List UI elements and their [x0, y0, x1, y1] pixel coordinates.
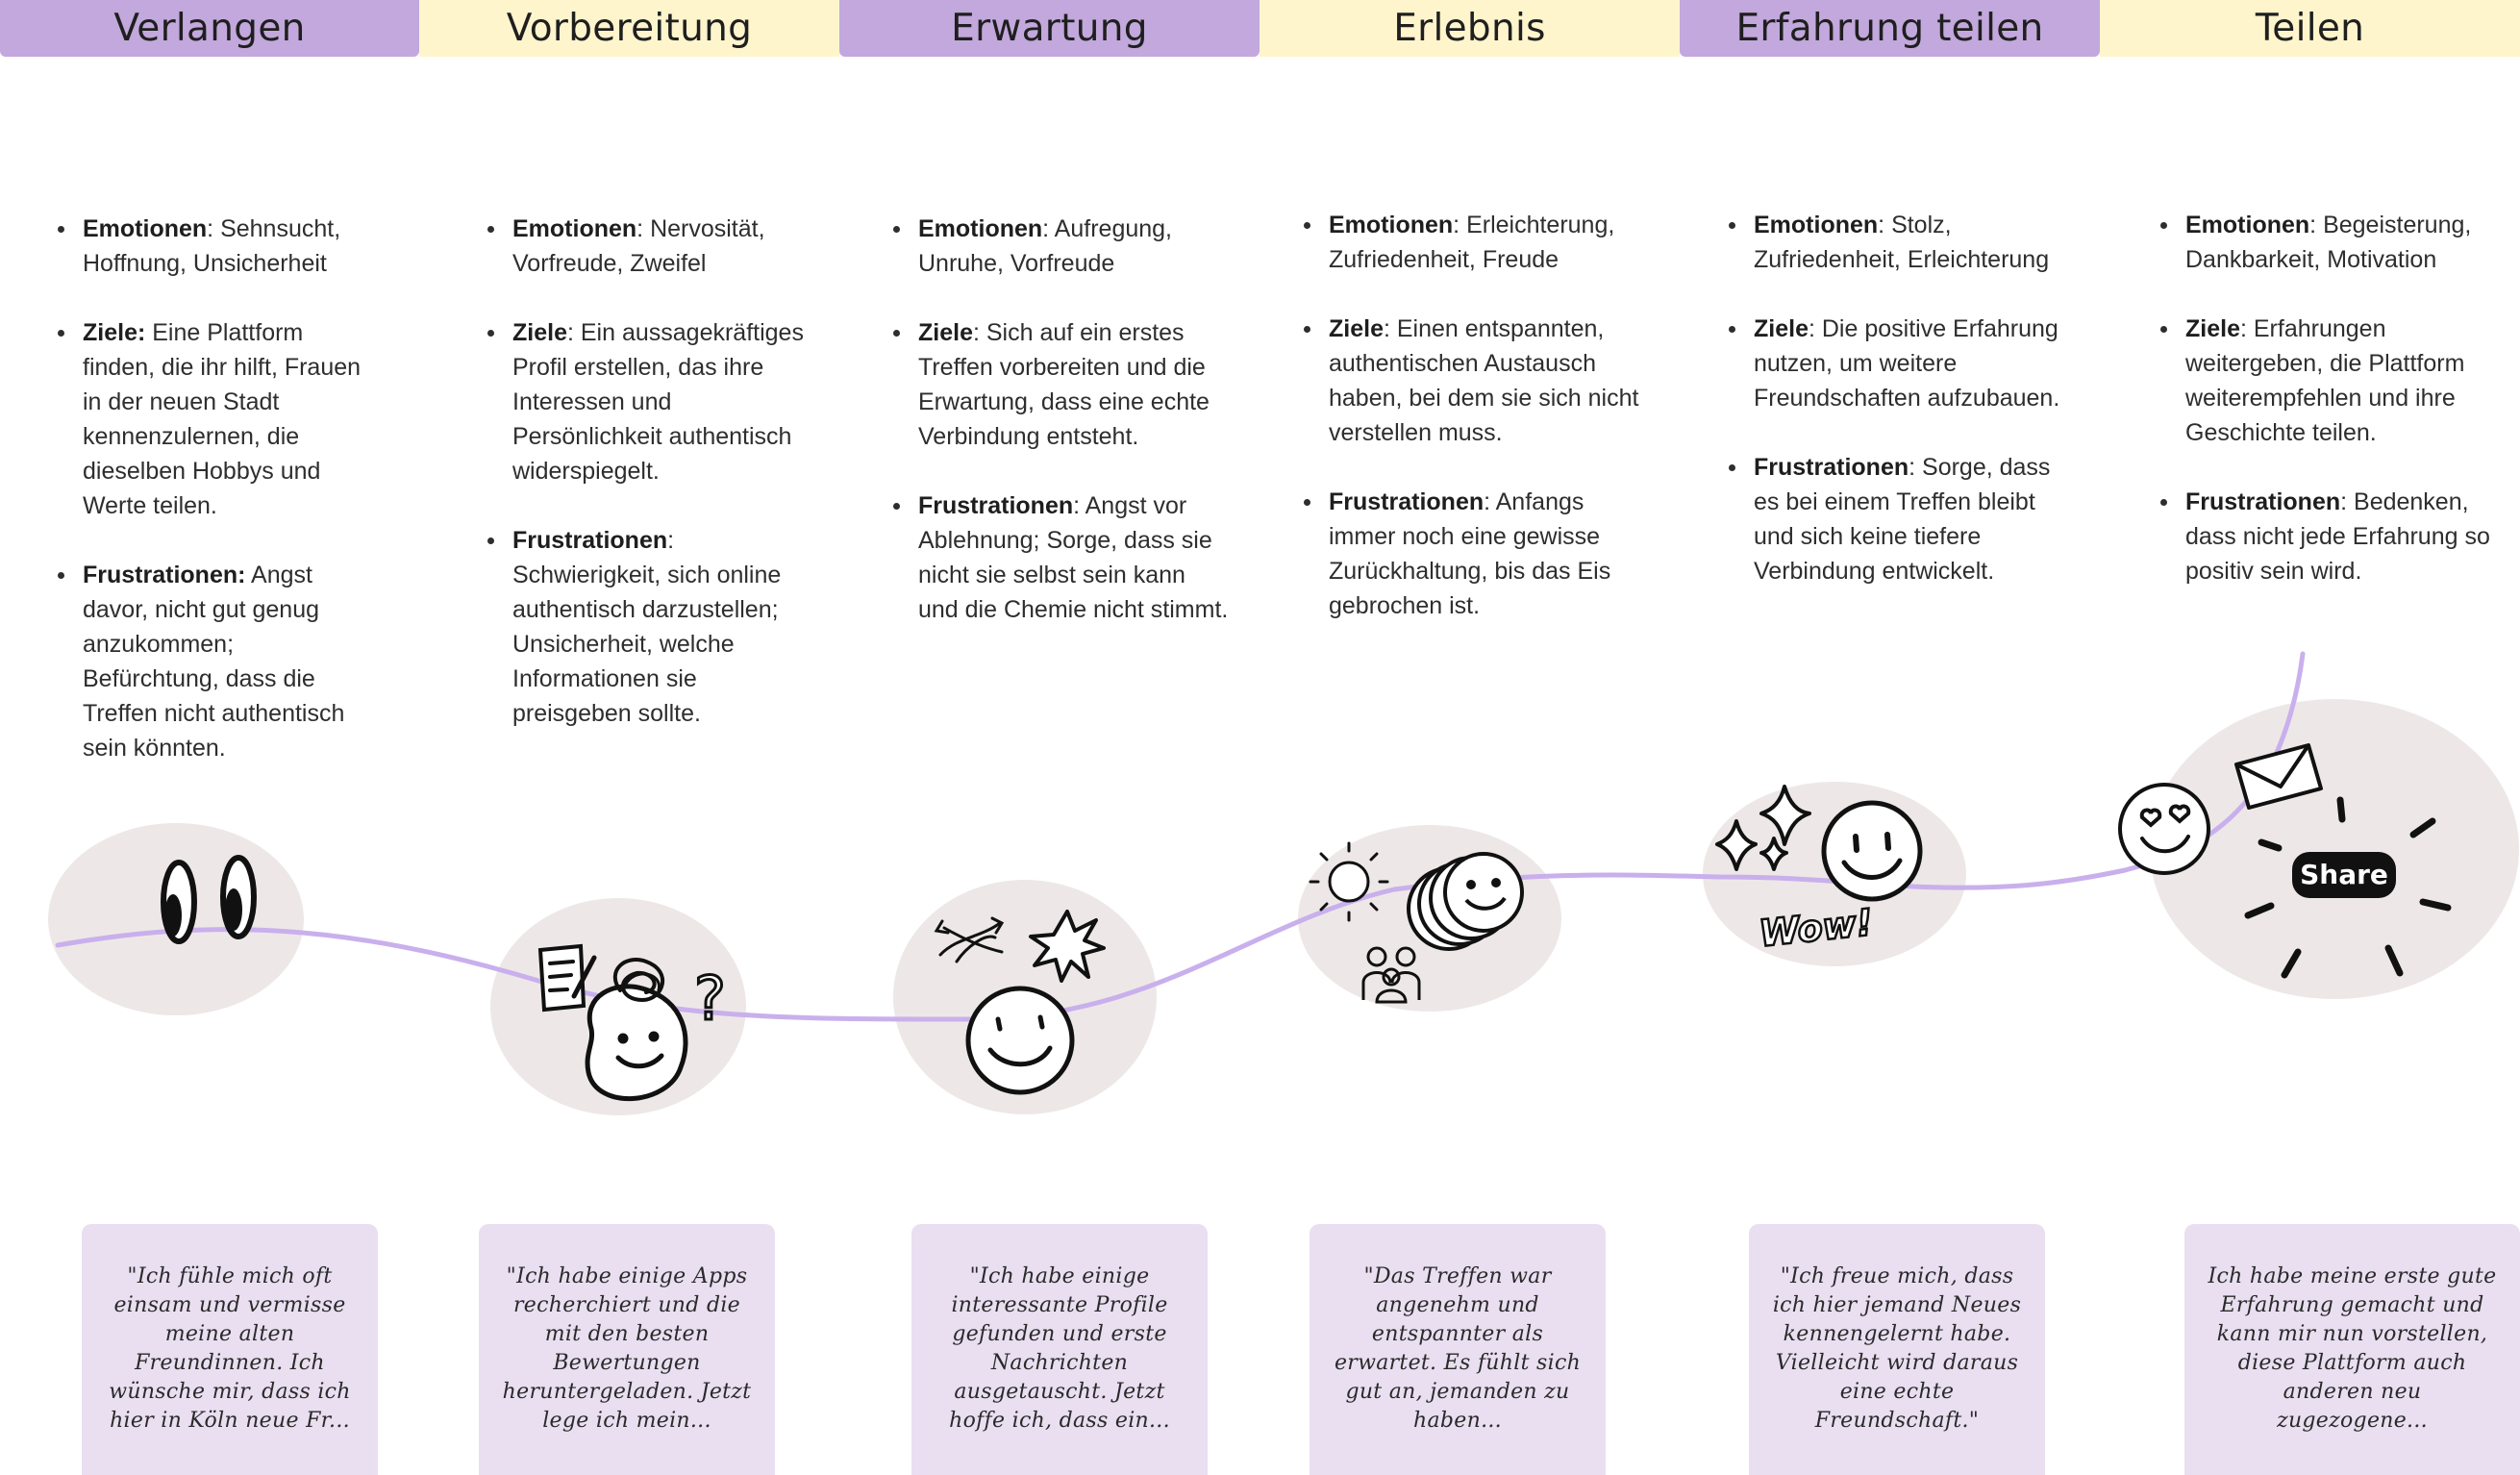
column-erlebnis: Emotionen: Erleichterung, Zufriedenheit,… — [1304, 208, 1640, 658]
quote-text: "Ich freue mich, dass ich hier jemand Ne… — [1772, 1264, 2022, 1433]
envelope-icon — [2234, 743, 2323, 810]
column-vorbereitung: Emotionen: Nervosität, Vorfreude, Zweife… — [487, 212, 814, 765]
stage-erwartung: Erwartung — [839, 0, 1260, 57]
frustrations-item: Frustrationen: Angst davor, nicht gut ge… — [58, 558, 365, 765]
column-erwartung: Emotionen: Aufregung, Unruhe, Vorfreude … — [893, 212, 1230, 662]
heart-eyes-face-icon — [2118, 783, 2210, 875]
quote-text: Ich habe meine erste gute Erfahrung gema… — [2208, 1264, 2497, 1433]
stage-blobs — [48, 699, 2519, 1115]
sparkles-icon — [1715, 785, 1811, 871]
stage-erlebnis: Erlebnis — [1260, 0, 1680, 57]
quote-text: "Das Treffen war angenehm und entspannte… — [1334, 1264, 1582, 1433]
confused-face-icon — [585, 958, 688, 1102]
smiling-face-icon — [965, 986, 1075, 1095]
stage-vorbereitung: Vorbereitung — [419, 0, 839, 57]
goals-item: Ziele: Erfahrungen weitergeben, die Plat… — [2160, 312, 2516, 450]
quote-card-teilen: Ich habe meine erste gute Erfahrung gema… — [2184, 1224, 2520, 1475]
quote-card-erlebnis: "Das Treffen war angenehm und entspannte… — [1310, 1224, 1606, 1475]
emotions-item: Emotionen: Erleichterung, Zufriedenheit,… — [1304, 208, 1640, 277]
goals-item: Ziele: Ein aussagekräftiges Profil erste… — [487, 315, 814, 488]
frustrations-item: Frustrationen: Anfangs immer noch eine g… — [1304, 485, 1640, 623]
journey-line — [55, 651, 2306, 1022]
stage-header-bar: Verlangen Vorbereitung Erwartung Erlebni… — [0, 0, 2520, 58]
stage-erfahrung-teilen: Erfahrung teilen — [1680, 0, 2100, 57]
tangled-arrows-icon — [934, 916, 1005, 963]
quote-card-verlangen: "Ich fühle mich oft einsam und vermisse … — [82, 1224, 378, 1475]
column-verlangen: Emotionen: Sehnsucht, Hoffnung, Unsicher… — [58, 212, 365, 800]
question-mark-icon: ? — [694, 963, 726, 1034]
frustrations-item: Frustrationen: Angst vor Ablehnung; Sorg… — [893, 488, 1230, 627]
quote-text: "Ich habe einige Apps recherchiert und d… — [502, 1264, 752, 1433]
emotions-item: Emotionen: Nervosität, Vorfreude, Zweife… — [487, 212, 814, 281]
goals-item: Ziele: Eine Plattform finden, die ihr hi… — [58, 315, 365, 523]
emotions-item: Emotionen: Stolz, Zufriedenheit, Erleich… — [1729, 208, 2075, 277]
checklist-icon — [537, 943, 597, 1012]
stage-teilen: Teilen — [2100, 0, 2520, 57]
frustrations-item: Frustrationen: Sorge, dass es bei einem … — [1729, 450, 2075, 588]
emotions-item: Emotionen: Sehnsucht, Hoffnung, Unsicher… — [58, 212, 365, 281]
eyes-icon — [161, 855, 257, 944]
quote-card-erwartung: "Ich habe einige interessante Profile ge… — [911, 1224, 1208, 1475]
burst-star-icon — [1029, 910, 1106, 983]
emotions-item: Emotionen: Aufregung, Unruhe, Vorfreude — [893, 212, 1230, 281]
goals-item: Ziele: Die positive Erfahrung nutzen, um… — [1729, 312, 2075, 415]
goals-item: Ziele: Sich auf ein erstes Treffen vorbe… — [893, 315, 1230, 454]
quote-text: "Ich fühle mich oft einsam und vermisse … — [109, 1264, 351, 1433]
frustrations-item: Frustrationen: Bedenken, dass nicht jede… — [2160, 485, 2516, 588]
quote-card-erfahrung-teilen: "Ich freue mich, dass ich hier jemand Ne… — [1749, 1224, 2045, 1475]
goals-item: Ziele: Einen entspannten, authentischen … — [1304, 312, 1640, 450]
quote-card-vorbereitung: "Ich habe einige Apps recherchiert und d… — [479, 1224, 775, 1475]
column-teilen: Emotionen: Begeisterung, Dankbarkeit, Mo… — [2160, 208, 2516, 623]
stacked-faces-icon — [1407, 852, 1524, 951]
people-group-icon — [1361, 946, 1421, 1004]
quote-text: "Ich habe einige interessante Profile ge… — [949, 1264, 1170, 1433]
column-erfahrung-teilen: Emotionen: Stolz, Zufriedenheit, Erleich… — [1729, 208, 2075, 623]
share-burst-lines — [2244, 796, 2452, 979]
emotions-item: Emotionen: Begeisterung, Dankbarkeit, Mo… — [2160, 208, 2516, 277]
stage-verlangen: Verlangen — [0, 0, 419, 57]
sun-icon — [1309, 841, 1389, 922]
big-smile-face-icon — [1821, 800, 1923, 902]
share-label: Share — [2300, 859, 2388, 890]
frustrations-item: Frustrationen: Schwierigkeit, sich onlin… — [487, 523, 814, 731]
share-badge-icon: Share — [2292, 852, 2396, 898]
